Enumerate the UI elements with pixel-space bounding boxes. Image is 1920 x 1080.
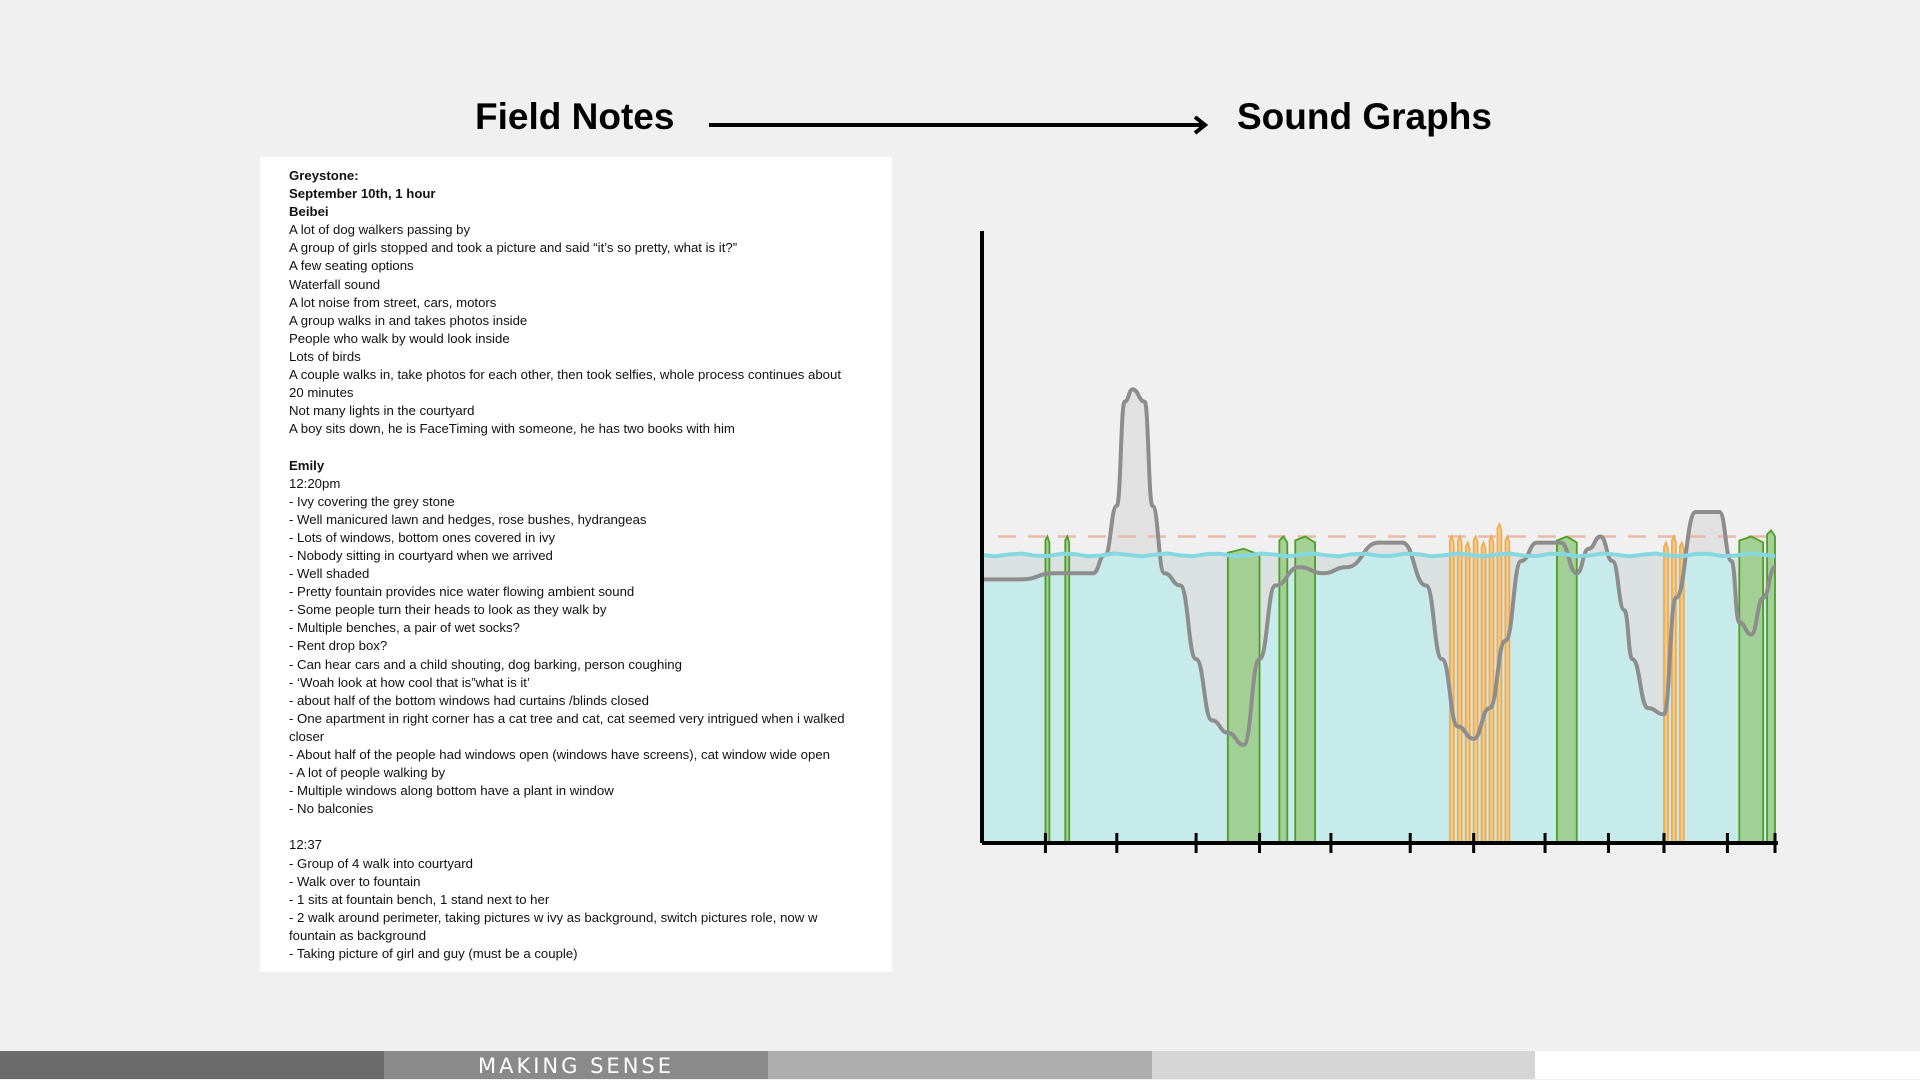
note-line: A lot of dog walkers passing by xyxy=(289,222,471,238)
green-spike xyxy=(1556,535,1578,844)
orange-spike xyxy=(1464,540,1471,844)
note-line: A group of girls stopped and took a pict… xyxy=(289,240,738,256)
note-line: closer xyxy=(289,728,325,744)
note-line: A group walks in and takes photos inside xyxy=(289,312,528,328)
note-line: - A lot of people walking by xyxy=(289,765,446,781)
green-spike xyxy=(1064,534,1071,844)
note-line: - Group of 4 walk into courtyard xyxy=(289,855,473,871)
note-line: - Multiple benches, a pair of wet socks? xyxy=(289,620,520,636)
footer-segment xyxy=(1535,1051,1920,1079)
sound-graphs-heading: Sound Graphs xyxy=(1237,96,1492,137)
footer-segment xyxy=(1152,1051,1535,1079)
footer-segment xyxy=(768,1051,1152,1079)
ambient-line xyxy=(980,551,1776,559)
note-line: - One apartment in right corner has a ca… xyxy=(289,710,845,726)
note-heading: Greystone: xyxy=(289,168,359,183)
gray-curve-line xyxy=(981,387,1777,747)
note-line: - No balconies xyxy=(289,801,374,817)
note-line: A boy sits down, he is FaceTiming with s… xyxy=(289,421,735,437)
note-line: Waterfall sound xyxy=(289,276,381,292)
note-line: - about half of the bottom windows had c… xyxy=(289,692,649,708)
footer-segment xyxy=(384,1051,768,1079)
field-notes-heading: Field Notes xyxy=(475,96,675,137)
note-line: People who walk by would look inside xyxy=(289,330,510,346)
green-spike xyxy=(1738,535,1765,844)
note-line: - Ivy covering the grey stone xyxy=(289,493,455,509)
green-spike xyxy=(1226,547,1261,844)
note-line: - Rent drop box? xyxy=(289,638,388,654)
note-line: A lot noise from street, cars, motors xyxy=(289,294,497,310)
note-line: - Lots of windows, bottom ones covered i… xyxy=(289,529,556,545)
right-arrow-icon xyxy=(709,115,1209,135)
note-line: - 2 walk around perimeter, taking pictur… xyxy=(289,909,818,925)
note-line: - ‘Woah look at how cool that is”what is… xyxy=(289,674,530,690)
note-line: - 1 sits at fountain bench, 1 stand next… xyxy=(289,891,550,907)
note-line: - Some people turn their heads to look a… xyxy=(289,602,607,618)
note-line: A couple walks in, take photos for each … xyxy=(289,367,842,383)
note-line: 12:37 xyxy=(289,837,323,853)
footer-segment xyxy=(0,1051,384,1079)
sound-graph xyxy=(980,231,1778,853)
orange-spike xyxy=(1456,534,1463,844)
note-line: - Can hear cars and a child shouting, do… xyxy=(289,656,682,672)
note-line: 12:20pm xyxy=(289,475,341,491)
note-line: Not many lights in the courtyard xyxy=(289,403,475,419)
note-heading: September 10th, 1 hour xyxy=(289,186,436,202)
note-line: - Walk over to fountain xyxy=(289,873,421,889)
note-line: - Well shaded xyxy=(289,566,370,582)
note-line: A few seating options xyxy=(289,258,414,274)
note-line: - Well manicured lawn and hedges, rose b… xyxy=(289,511,647,527)
note-line: - About half of the people had windows o… xyxy=(289,747,831,762)
note-line: 20 minutes xyxy=(289,385,354,401)
green-spike xyxy=(1044,534,1051,844)
note-line: - Pretty fountain provides nice water fl… xyxy=(289,584,635,600)
footer-label: MAKING SENSE xyxy=(477,1054,674,1078)
note-line xyxy=(289,818,872,836)
orange-spike xyxy=(1488,534,1495,844)
note-line: fountain as background xyxy=(289,927,427,943)
orange-spike xyxy=(1480,540,1487,844)
note-line: Lots of birds xyxy=(289,348,361,364)
note-line xyxy=(289,438,872,456)
green-spike xyxy=(1294,535,1316,844)
orange-spike xyxy=(1472,534,1479,844)
note-heading: Emily xyxy=(289,457,325,473)
footer-bar: MAKING SENSE xyxy=(0,1051,1920,1079)
orange-spike xyxy=(1671,534,1677,844)
orange-spike xyxy=(1504,534,1511,844)
note-line: - Taking picture of girl and guy (must b… xyxy=(289,946,578,962)
note-line: - Multiple windows along bottom have a p… xyxy=(289,783,614,799)
note-heading: Beibei xyxy=(289,204,329,220)
note-line: - Nobody sitting in courtyard when we ar… xyxy=(289,547,553,563)
